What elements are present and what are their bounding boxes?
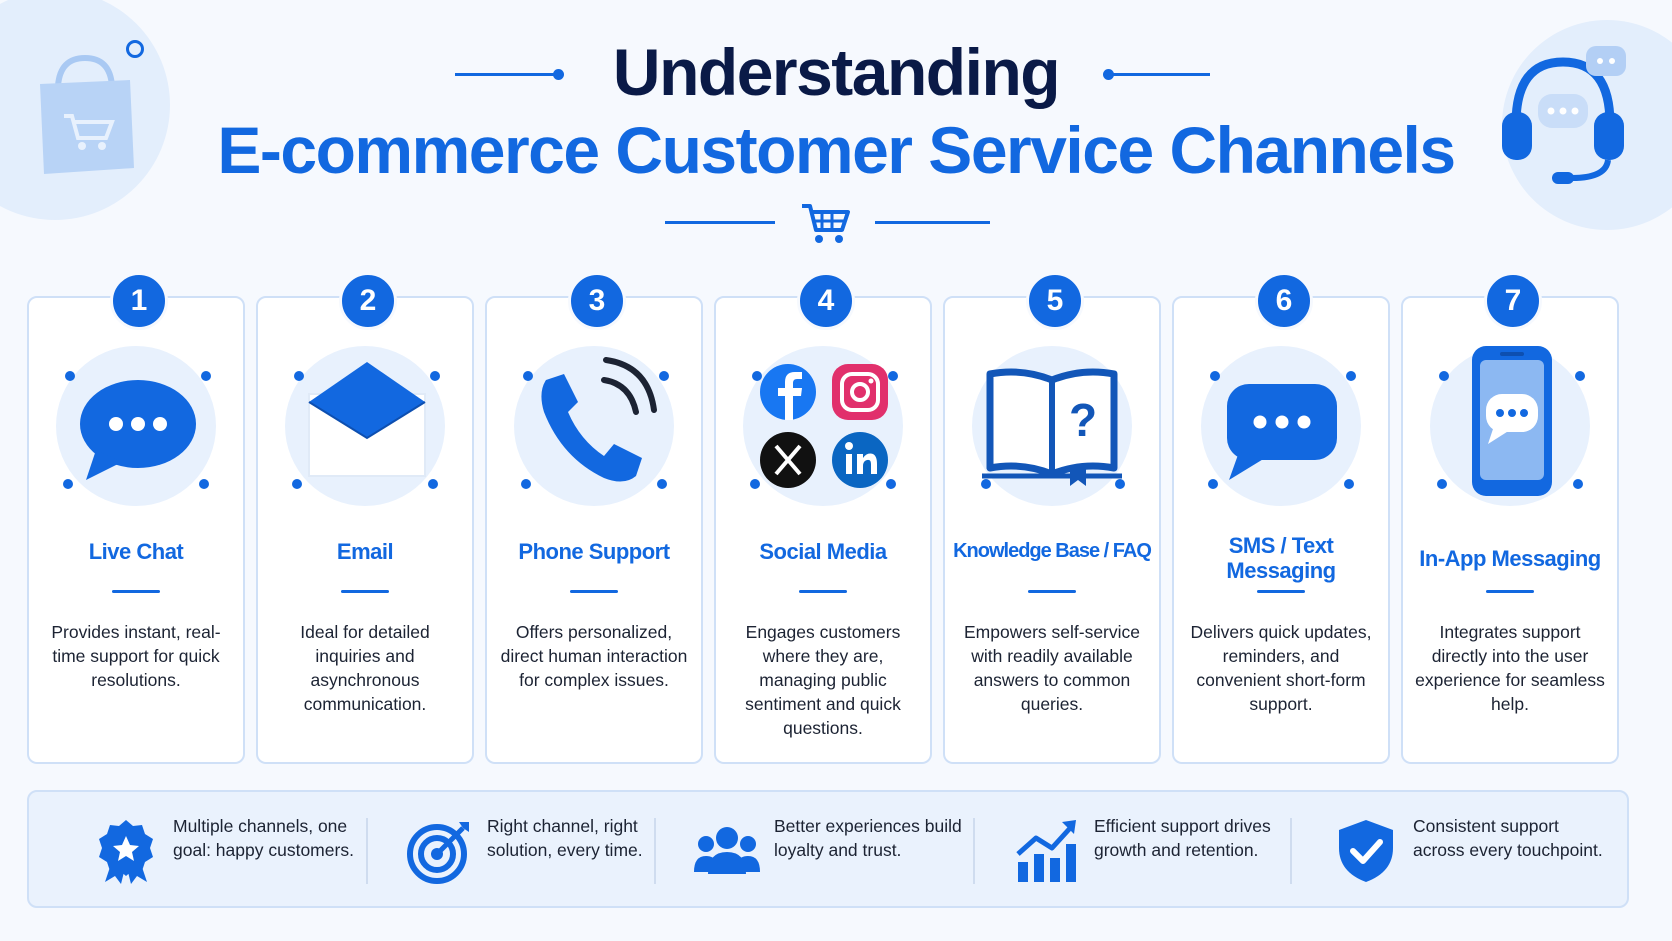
channel-number: 5 bbox=[1026, 272, 1084, 330]
benefit-separator bbox=[366, 818, 368, 884]
title-underline bbox=[1257, 590, 1305, 593]
channel-number: 3 bbox=[568, 272, 626, 330]
benefits-bar: Multiple channels, one goal: happy custo… bbox=[27, 790, 1629, 908]
channel-title: Phone Support bbox=[518, 538, 670, 564]
title-underline bbox=[799, 590, 847, 593]
channel-card-in-app: 7 In-App Messaging Integrates support di… bbox=[1401, 272, 1619, 764]
channel-number: 2 bbox=[339, 272, 397, 330]
smartphone-chat-icon bbox=[1430, 346, 1590, 506]
cart-divider-right bbox=[875, 221, 990, 224]
channel-description: Integrates support directly into the use… bbox=[1415, 622, 1605, 714]
channel-title: Knowledge Base / FAQ bbox=[953, 539, 1152, 562]
sms-bubble-icon bbox=[1201, 346, 1361, 506]
phone-icon bbox=[514, 346, 674, 506]
channel-card-knowledge-base: 5 ? Knowledge Base / FAQ Empowers self-s… bbox=[943, 272, 1161, 764]
title-line-right bbox=[1110, 73, 1210, 76]
target-icon bbox=[407, 818, 473, 884]
channel-title: Email bbox=[336, 538, 394, 564]
book-question-icon: ? bbox=[972, 346, 1132, 506]
award-badge-icon bbox=[93, 818, 159, 884]
title-underline bbox=[1486, 590, 1534, 593]
chat-bubble-icon bbox=[56, 346, 216, 506]
title-underline bbox=[112, 590, 160, 593]
title-underline bbox=[1028, 590, 1076, 593]
channel-card-live-chat: 1 Live Chat Provides instant, real-time … bbox=[27, 272, 245, 764]
channel-description: Engages customers where they are, managi… bbox=[745, 622, 901, 738]
benefit-separator bbox=[973, 818, 975, 884]
svg-text:?: ? bbox=[1069, 394, 1097, 446]
benefit-separator bbox=[1290, 818, 1292, 884]
cart-icon bbox=[800, 200, 850, 251]
channel-description: Delivers quick updates, reminders, and c… bbox=[1190, 622, 1372, 714]
cart-divider-left bbox=[665, 221, 775, 224]
title-line-left bbox=[455, 73, 560, 76]
channel-description: Empowers self-service with readily avail… bbox=[963, 622, 1141, 714]
shield-check-icon bbox=[1333, 818, 1399, 884]
title-dot-left bbox=[553, 69, 564, 80]
channel-card-phone-support: 3 Phone Support Offers personalized, dir… bbox=[485, 272, 703, 764]
benefit-text: Better experiences build loyalty and tru… bbox=[774, 816, 962, 860]
channel-title: Social Media bbox=[759, 538, 887, 564]
channel-description: Ideal for detailed inquiries and asynchr… bbox=[300, 622, 430, 714]
channel-title: In-App Messaging bbox=[1419, 545, 1601, 571]
headset-icon bbox=[1488, 44, 1638, 199]
channel-title: SMS / Text Messaging bbox=[1226, 533, 1336, 583]
channel-description: Offers personalized, direct human intera… bbox=[500, 622, 688, 690]
channel-card-email: 2 Email Ideal for detailed inquiries and… bbox=[256, 272, 474, 764]
growth-chart-icon bbox=[1014, 818, 1080, 884]
envelope-icon bbox=[285, 346, 445, 506]
title-dot-right bbox=[1103, 69, 1114, 80]
channel-number: 7 bbox=[1484, 272, 1542, 330]
title-underline bbox=[570, 590, 618, 593]
benefit-text: Efficient support drives growth and rete… bbox=[1094, 816, 1271, 860]
benefit-separator bbox=[654, 818, 656, 884]
channel-number: 6 bbox=[1255, 272, 1313, 330]
page-title-line1: Understanding bbox=[612, 35, 1061, 109]
title-underline bbox=[341, 590, 389, 593]
benefit-text: Consistent support across every touchpoi… bbox=[1413, 816, 1603, 860]
channel-title: Live Chat bbox=[88, 538, 184, 564]
channel-number: 1 bbox=[110, 272, 168, 330]
channel-card-social-media: 4 Social Media Engages customers where t… bbox=[714, 272, 932, 764]
people-group-icon bbox=[694, 818, 760, 884]
channel-card-sms-text: 6 SMS / Text Messaging Delivers quick up… bbox=[1172, 272, 1390, 764]
shopping-bag-icon bbox=[30, 50, 140, 185]
channel-number: 4 bbox=[797, 272, 855, 330]
benefit-text: Right channel, right solution, every tim… bbox=[487, 816, 643, 860]
decor-dot bbox=[126, 40, 144, 58]
social-logos-icon bbox=[743, 346, 903, 506]
benefit-text: Multiple channels, one goal: happy custo… bbox=[173, 816, 354, 860]
page-title-line2: E-commerce Customer Service Channels bbox=[217, 113, 1456, 187]
channel-description: Provides instant, real-time support for … bbox=[51, 622, 221, 690]
